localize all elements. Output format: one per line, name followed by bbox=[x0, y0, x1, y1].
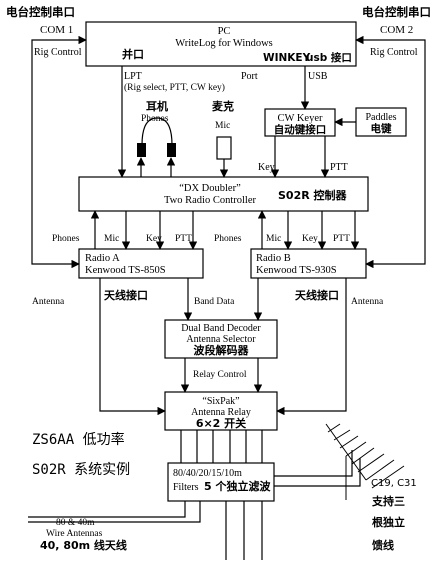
antenna-right-label: Antenna bbox=[351, 297, 384, 307]
mic-shape bbox=[216, 136, 232, 160]
ptt-a-label: PTT bbox=[175, 234, 192, 244]
mic-en: Mic bbox=[215, 121, 230, 131]
key-b-label: Key bbox=[302, 234, 318, 244]
rig-control-left-label: Rig Control bbox=[34, 47, 82, 58]
key-a-label: Key bbox=[146, 234, 162, 244]
paddles-cn: 电键 bbox=[371, 122, 392, 135]
mic-cn: 麦克 bbox=[212, 99, 234, 113]
dx-doubler-subtitle: Two Radio Controller bbox=[164, 195, 257, 206]
lpt-label: LPT bbox=[124, 71, 142, 82]
antenna-port-cn-left: 天线接口 bbox=[104, 288, 148, 302]
port-label: Port bbox=[241, 71, 258, 82]
wire-cn: 40, 80m 线天线 bbox=[40, 538, 127, 552]
headphones-left-cup bbox=[137, 143, 146, 157]
dx-doubler-title: “DX Doubler” bbox=[179, 183, 241, 194]
yagi-antenna-icon bbox=[325, 423, 405, 500]
antenna-left-label: Antenna bbox=[32, 297, 65, 307]
usb-port-cn: usb 接口 bbox=[306, 51, 352, 64]
rig-control-right-label: Rig Control bbox=[370, 47, 418, 58]
rig-control-line-b bbox=[355, 35, 426, 269]
yagi-cn-1: 支持三 bbox=[371, 494, 405, 508]
relay-control-label: Relay Control bbox=[193, 370, 247, 380]
rig-control-line-a bbox=[31, 35, 87, 269]
station-line-1: ZS6AA 低功率 bbox=[32, 431, 125, 448]
headphones-band bbox=[141, 117, 173, 146]
headphones-right-cup bbox=[167, 143, 176, 157]
mic-b-label: Mic bbox=[266, 234, 281, 244]
top-right-cn: 电台控制串口 bbox=[362, 5, 431, 19]
pc-title: PC bbox=[218, 26, 231, 37]
phones-en: Phones bbox=[141, 114, 169, 124]
wire-line-1: 80 & 40m bbox=[56, 518, 95, 528]
sixpak-cn: 6×2 开关 bbox=[196, 416, 246, 430]
yagi-feed-1 bbox=[274, 450, 353, 477]
station-line-2: S02R 系统实例 bbox=[32, 462, 130, 478]
filters-cn: 5 个独立滤波 bbox=[204, 479, 271, 493]
sixpak-title: “SixPak” bbox=[202, 396, 239, 407]
usb-label: USB bbox=[308, 71, 328, 82]
keyer-key-label: Key bbox=[258, 162, 275, 173]
radio-a-title: Radio A bbox=[85, 253, 120, 264]
antenna-a-line bbox=[99, 278, 166, 416]
band-data-label: Band Data bbox=[194, 297, 235, 307]
wire-antenna-line-2 bbox=[28, 501, 201, 523]
top-left-cn: 电台控制串口 bbox=[6, 5, 75, 19]
antenna-b-line bbox=[276, 278, 347, 416]
parallel-port-cn: 并口 bbox=[122, 47, 144, 61]
winkey-label: WINKEY bbox=[263, 52, 311, 64]
radio-a-model: Kenwood TS-850S bbox=[85, 265, 166, 276]
decoder-cn: 波段解码器 bbox=[194, 343, 250, 357]
phones-cn: 耳机 bbox=[146, 99, 168, 113]
filters-bands: 80/40/20/15/10m bbox=[173, 468, 242, 479]
radio-b-title: Radio B bbox=[256, 253, 291, 264]
com2-label: COM 2 bbox=[380, 24, 413, 36]
pc-subtitle: WriteLog for Windows bbox=[175, 38, 273, 49]
phones-a-label: Phones bbox=[52, 234, 80, 244]
yagi-label: C19, C31 bbox=[371, 478, 417, 489]
decoder-subtitle: Antenna Selector bbox=[186, 334, 256, 345]
mic-a-label: Mic bbox=[104, 234, 119, 244]
ptt-b-label: PTT bbox=[333, 234, 350, 244]
paddles-title: Paddles bbox=[365, 112, 396, 123]
com1-label: COM 1 bbox=[40, 24, 73, 36]
sixpak-subtitle: Antenna Relay bbox=[191, 407, 251, 418]
cw-keyer-title: CW Keyer bbox=[278, 113, 324, 124]
keyer-ptt-label: PTT bbox=[330, 162, 348, 173]
antenna-port-cn-right: 天线接口 bbox=[295, 288, 339, 302]
cw-keyer-cn: 自动键接口 bbox=[274, 123, 327, 136]
wire-line-2: Wire Antennas bbox=[46, 529, 103, 539]
lpt-detail: (Rig select, PTT, CW key) bbox=[124, 82, 225, 93]
yagi-cn-3: 馈线 bbox=[372, 538, 394, 552]
filters-label: Filters bbox=[173, 482, 199, 493]
decoder-title: Dual Band Decoder bbox=[181, 323, 261, 334]
decoder-box bbox=[164, 319, 278, 359]
radio-b-model: Kenwood TS-930S bbox=[256, 265, 337, 276]
phones-b-label: Phones bbox=[214, 234, 242, 244]
filters-box bbox=[167, 462, 275, 502]
wire-antenna-line-1 bbox=[28, 501, 186, 518]
yagi-cn-2: 根独立 bbox=[372, 515, 405, 529]
dx-doubler-cn: S02R 控制器 bbox=[278, 188, 348, 202]
yagi-feed-2 bbox=[274, 458, 361, 487]
